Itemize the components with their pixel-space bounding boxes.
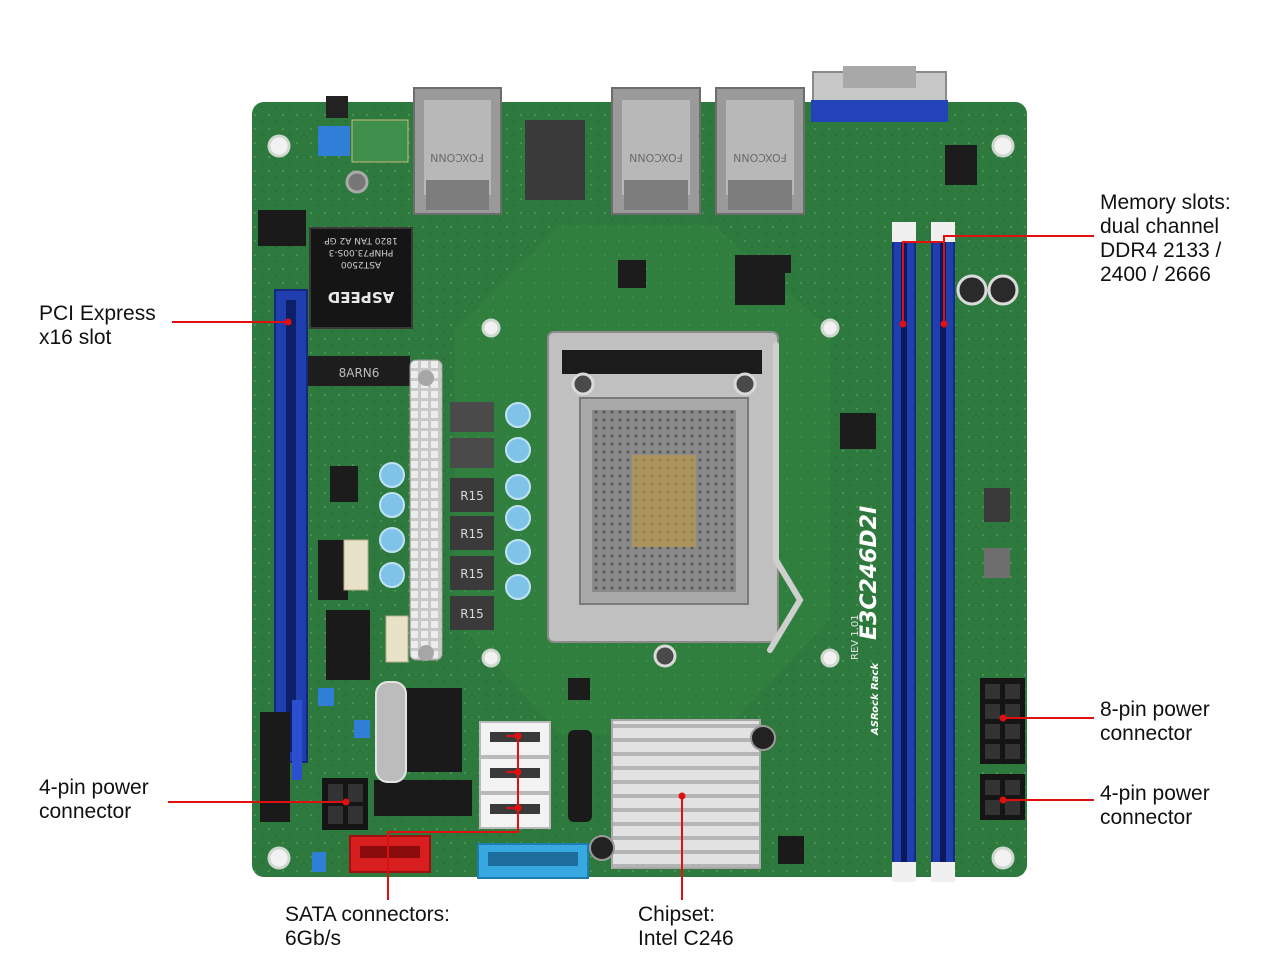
callout-power4-left-line-2: connector <box>39 800 132 823</box>
fan-header-top <box>318 126 350 156</box>
m2-top-connector <box>525 120 585 200</box>
m2-slot: 8ARN6 <box>308 356 410 386</box>
inductors: R15 R15 R15 R15 <box>450 402 494 630</box>
callout-pcie-line-1: PCI Express <box>39 302 156 325</box>
buzzer <box>345 170 369 194</box>
bmc-chip: ASPEED AST2500 PHNP73.00S-3 1820 TAN A2 … <box>309 227 413 329</box>
callout-power8-line-2: connector <box>1100 722 1193 745</box>
power-8pin-connector <box>980 678 1025 764</box>
svg-text:ASPEED: ASPEED <box>328 288 394 306</box>
callout-power4-left-line-1: 4-pin power <box>39 776 149 799</box>
misc-chips <box>330 145 977 700</box>
callout-memory-line-4: 2400 / 2666 <box>1100 263 1211 286</box>
callout-power4-right-line-1: 4-pin power <box>1100 782 1210 805</box>
callout-chipset-line-1: Chipset: <box>638 903 716 926</box>
sm-chip-top <box>258 210 306 246</box>
callout-dots <box>284 318 1007 812</box>
callout-memory-line-3: DDR4 2133 / <box>1100 239 1222 262</box>
white-connector-2 <box>385 615 409 663</box>
callout-chipset-line-2: Intel C246 <box>638 927 734 950</box>
lan-port-1 <box>413 87 502 215</box>
white-connector-1 <box>343 539 369 591</box>
lan-brand-3: FOXCONN <box>733 151 787 164</box>
vga-port <box>811 66 948 122</box>
svg-text:R15: R15 <box>460 607 484 621</box>
pcie-x16-slot <box>274 289 308 780</box>
lan-brand-1: FOXCONN <box>430 151 484 164</box>
lan-port-3 <box>715 87 805 215</box>
board-brand: ASRock Rack <box>870 662 881 736</box>
callout-memory-label: Memory slots: dual channel DDR4 2133 / 2… <box>1100 191 1231 287</box>
audio-jack <box>326 96 348 118</box>
chip-right-of-chipset <box>778 836 804 864</box>
svg-text:R15: R15 <box>460 567 484 581</box>
callout-sata-line-2: 6Gb/s <box>285 927 342 950</box>
svg-text:1820 TAN A2 GP: 1820 TAN A2 GP <box>324 235 398 245</box>
cmos-battery <box>375 681 407 783</box>
right-side-parts <box>956 274 1019 578</box>
board-rev: REV 1.01 <box>850 614 861 660</box>
svg-text:R15: R15 <box>460 527 484 541</box>
vertical-connector <box>568 730 592 822</box>
callout-chipset-label: Chipset: Intel C246 <box>638 903 734 951</box>
lan-brand-2: FOXCONN <box>629 151 683 164</box>
callout-sata-label: SATA connectors: 6Gb/s <box>285 903 450 951</box>
callout-lines <box>168 235 1094 900</box>
capacitors <box>379 402 531 600</box>
callout-pcie-label: PCI Express x16 slot <box>39 302 156 350</box>
lan-port-2 <box>611 87 701 215</box>
board-model: E3C246D2I <box>857 506 882 640</box>
usb3-header <box>477 843 589 879</box>
vrm-heatsink <box>409 359 443 661</box>
svg-text:R15: R15 <box>460 489 484 503</box>
callout-power8-label: 8-pin power connector <box>1100 698 1210 746</box>
svg-text:PHNP73.00S-3: PHNP73.00S-3 <box>329 247 394 257</box>
callout-sata-line-1: SATA connectors: <box>285 903 450 926</box>
cpu-socket <box>547 331 804 668</box>
mounting-holes <box>267 134 1015 870</box>
sata-ports <box>479 721 551 829</box>
callout-power4-left-label: 4-pin power connector <box>39 776 149 824</box>
debug-header <box>351 119 409 163</box>
svg-text:8ARN6: 8ARN6 <box>339 366 380 380</box>
memory-slot-1 <box>892 222 916 882</box>
chipset-heatsink <box>589 719 776 869</box>
callout-power4-right-label: 4-pin power connector <box>1100 782 1210 830</box>
callout-memory-line-1: Memory slots: <box>1100 191 1231 214</box>
front-panel-headers <box>260 540 472 872</box>
svg-text:AST2500: AST2500 <box>341 259 382 269</box>
callout-power4-right-line-2: connector <box>1100 806 1193 829</box>
callout-power8-line-1: 8-pin power <box>1100 698 1210 721</box>
sata-red-port <box>349 835 431 873</box>
callout-memory-line-2: dual channel <box>1100 215 1220 238</box>
callout-pcie-line-2: x16 slot <box>39 326 112 349</box>
